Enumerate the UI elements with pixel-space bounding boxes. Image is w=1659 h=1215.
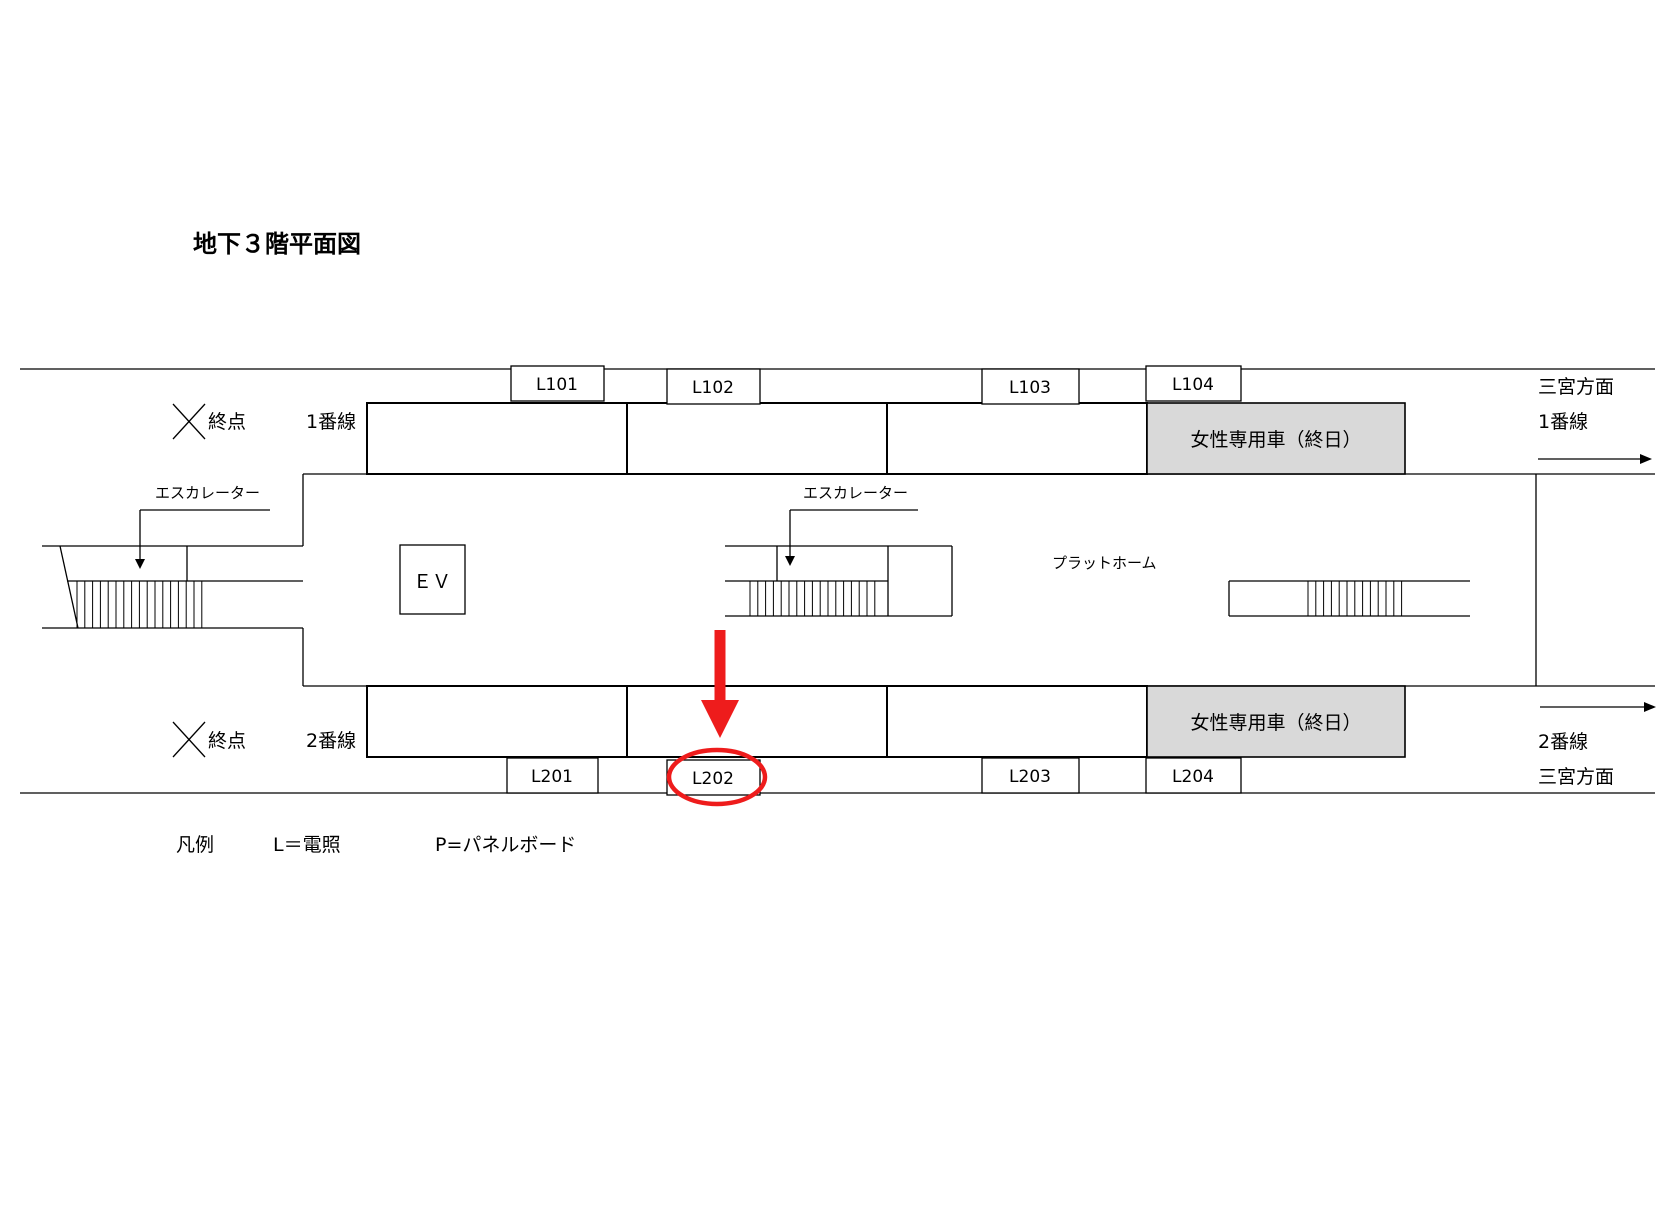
- direction-label-lower: 三宮方面: [1538, 766, 1614, 788]
- terminal-label-2: 終点: [208, 730, 246, 752]
- lamp-box-L203: [981, 757, 1080, 794]
- lamp-box-L102: [666, 368, 761, 405]
- legend-panel: P=パネルボード: [435, 834, 576, 856]
- escalator-label-left: エスカレーター: [155, 484, 260, 502]
- legend-lamp: L＝電照: [273, 834, 341, 856]
- elevator-box: [399, 544, 466, 615]
- lamp-label-L102: L102: [692, 378, 734, 398]
- lamp-box-L104: [1145, 365, 1242, 402]
- women-car-label-1: 女性専用車（終日）: [1190, 429, 1361, 451]
- direction-label-upper: 三宮方面: [1538, 376, 1614, 398]
- legend-heading: 凡例: [176, 834, 214, 856]
- platform-outline: [302, 473, 1655, 687]
- terminal-x-icon: [172, 403, 206, 440]
- track1-label: 1番線: [306, 411, 356, 433]
- elevator-label: ＥＶ: [413, 571, 451, 593]
- women-only-car-1: [1146, 402, 1406, 475]
- page-title: 地下３階平面図: [193, 230, 361, 258]
- lamp-box-L201: [506, 757, 599, 794]
- direction-arrow-right-icon: [1538, 454, 1652, 464]
- lamp-box-L101: [510, 365, 605, 402]
- escalator-callout-middle: [785, 509, 918, 566]
- direction-track2-label: 2番線: [1538, 731, 1588, 753]
- women-only-car-2: [1146, 685, 1406, 758]
- escalator-callout-left: [135, 509, 270, 569]
- platform-label: プラットホーム: [1052, 554, 1157, 572]
- escalator-label-middle: エスカレーター: [803, 484, 908, 502]
- highlight-arrow-icon: [701, 630, 739, 738]
- middle-escalator: [725, 545, 953, 617]
- lamp-label-L202: L202: [692, 769, 734, 789]
- left-escalator: [42, 545, 303, 629]
- track2-label: 2番線: [306, 730, 356, 752]
- lamp-label-L203: L203: [1009, 767, 1051, 787]
- lamp-label-L103: L103: [1009, 378, 1051, 398]
- terminal-label-1: 終点: [208, 411, 246, 433]
- direction-track1-label: 1番線: [1538, 411, 1588, 433]
- lamp-label-L101: L101: [536, 375, 578, 395]
- highlight-circle: [666, 747, 768, 807]
- right-stairs: [1228, 580, 1470, 617]
- direction-arrow-right-icon: [1540, 702, 1656, 712]
- lamp-box-L204: [1145, 757, 1242, 794]
- track2-train: [366, 685, 1406, 758]
- women-car-label-2: 女性専用車（終日）: [1190, 712, 1361, 734]
- lamp-label-L104: L104: [1172, 375, 1214, 395]
- lamp-label-L204: L204: [1172, 767, 1214, 787]
- lamp-box-L103: [981, 368, 1080, 405]
- terminal-x-icon: [172, 721, 206, 758]
- lamp-label-L201: L201: [531, 767, 573, 787]
